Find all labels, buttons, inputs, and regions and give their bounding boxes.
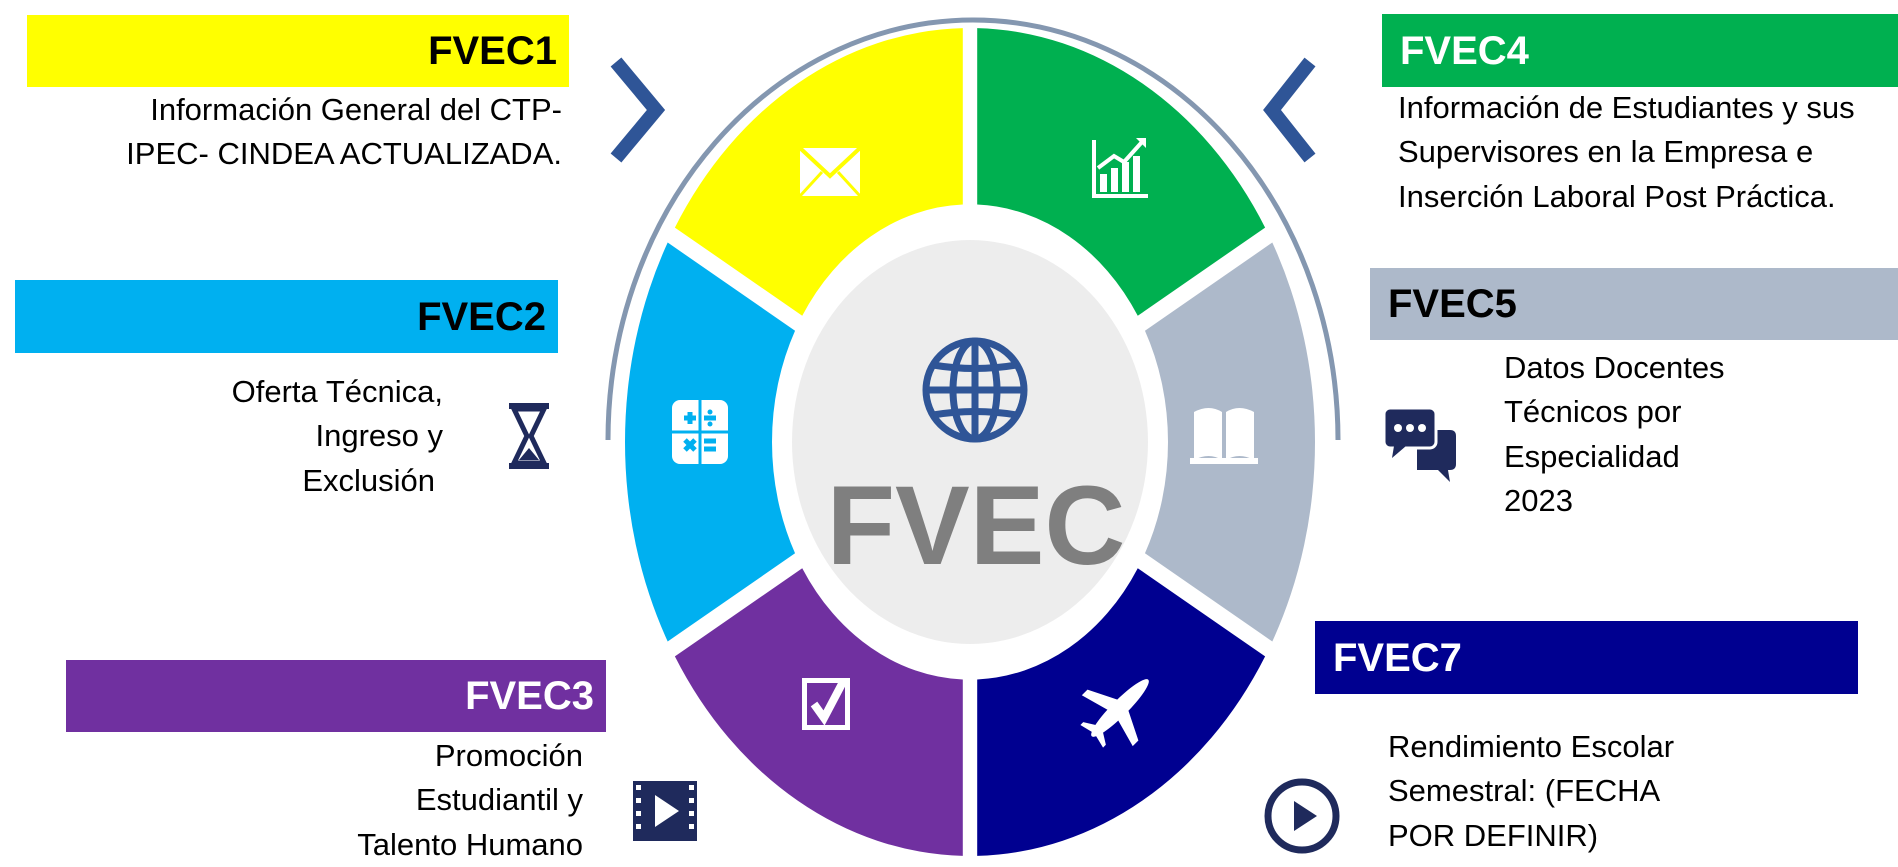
chevron-left-icon xyxy=(1263,57,1316,163)
fvec5-description: Datos Docentes Técnicos por Especialidad… xyxy=(1504,346,1725,523)
fvec4-band: FVEC4 xyxy=(1382,14,1898,87)
fvec2-band: FVEC2 xyxy=(15,280,558,353)
book-icon xyxy=(1190,408,1258,464)
description-line: Información General del CTP- xyxy=(150,92,562,127)
description-line: POR DEFINIR) xyxy=(1388,817,1599,853)
video-play-icon xyxy=(633,781,697,841)
description-line: Especialidad xyxy=(1504,438,1680,474)
fvec4-title: FVEC4 xyxy=(1400,28,1529,73)
description-line: Inserción Laboral Post Práctica. xyxy=(1398,178,1836,214)
fvec5-title: FVEC5 xyxy=(1388,282,1517,326)
description-line: Exclusión xyxy=(302,462,435,498)
fvec7-band: FVEC7 xyxy=(1315,621,1858,694)
fvec3-band: FVEC3 xyxy=(66,660,606,732)
fvec4-segment xyxy=(977,28,1266,316)
calculator-icon xyxy=(672,400,728,464)
description-line: Promoción xyxy=(434,738,583,773)
chat-bubbles-icon xyxy=(1382,406,1456,482)
fvec3-description: Promoción Estudiantil y Talento Humano xyxy=(357,734,583,867)
description-line: Información de Estudiantes y sus xyxy=(1398,90,1855,125)
description-line: Supervisores en la Empresa e xyxy=(1398,134,1814,170)
envelope-icon xyxy=(798,146,862,198)
play-circle-icon xyxy=(1264,778,1340,854)
fvec3-title: FVEC3 xyxy=(465,674,594,718)
fvec1-description: Información General del CTP- IPEC- CINDE… xyxy=(126,88,562,177)
fvec4-description: Información de Estudiantes y sus Supervi… xyxy=(1398,86,1855,219)
fvec7-title: FVEC7 xyxy=(1333,635,1462,680)
checkbox-icon xyxy=(802,678,850,730)
description-line: Oferta Técnica, xyxy=(231,374,443,409)
fvec1-band: FVEC1 xyxy=(27,15,569,87)
airplane-icon xyxy=(1080,679,1149,748)
fvec2-title: FVEC2 xyxy=(417,294,546,339)
wheel-segments xyxy=(625,28,1316,856)
hourglass-icon xyxy=(509,403,549,469)
description-line: IPEC- CINDEA ACTUALIZADA. xyxy=(126,136,562,172)
description-line: 2023 xyxy=(1504,482,1573,518)
center-label: FVEC xyxy=(827,463,1126,588)
description-line: Ingreso y xyxy=(315,418,443,454)
chevron-right-icon xyxy=(610,57,666,163)
globe-icon xyxy=(922,337,1028,443)
fvec1-title: FVEC1 xyxy=(428,29,557,73)
fvec7-description: Rendimiento Escolar Semestral: (FECHA PO… xyxy=(1388,725,1674,858)
fvec2-description: Oferta Técnica, Ingreso y Exclusión xyxy=(232,370,443,503)
description-line: Semestral: (FECHA xyxy=(1388,773,1661,809)
outer-arc xyxy=(605,17,1341,441)
description-line: Estudiantil y xyxy=(415,782,583,818)
description-line: Técnicos por xyxy=(1504,394,1682,430)
fvec5-band: FVEC5 xyxy=(1370,268,1898,340)
bar-chart-icon xyxy=(1092,138,1148,198)
description-line: Datos Docentes xyxy=(1504,350,1725,385)
description-line: Rendimiento Escolar xyxy=(1388,729,1675,764)
description-line: Talento Humano xyxy=(357,826,583,862)
